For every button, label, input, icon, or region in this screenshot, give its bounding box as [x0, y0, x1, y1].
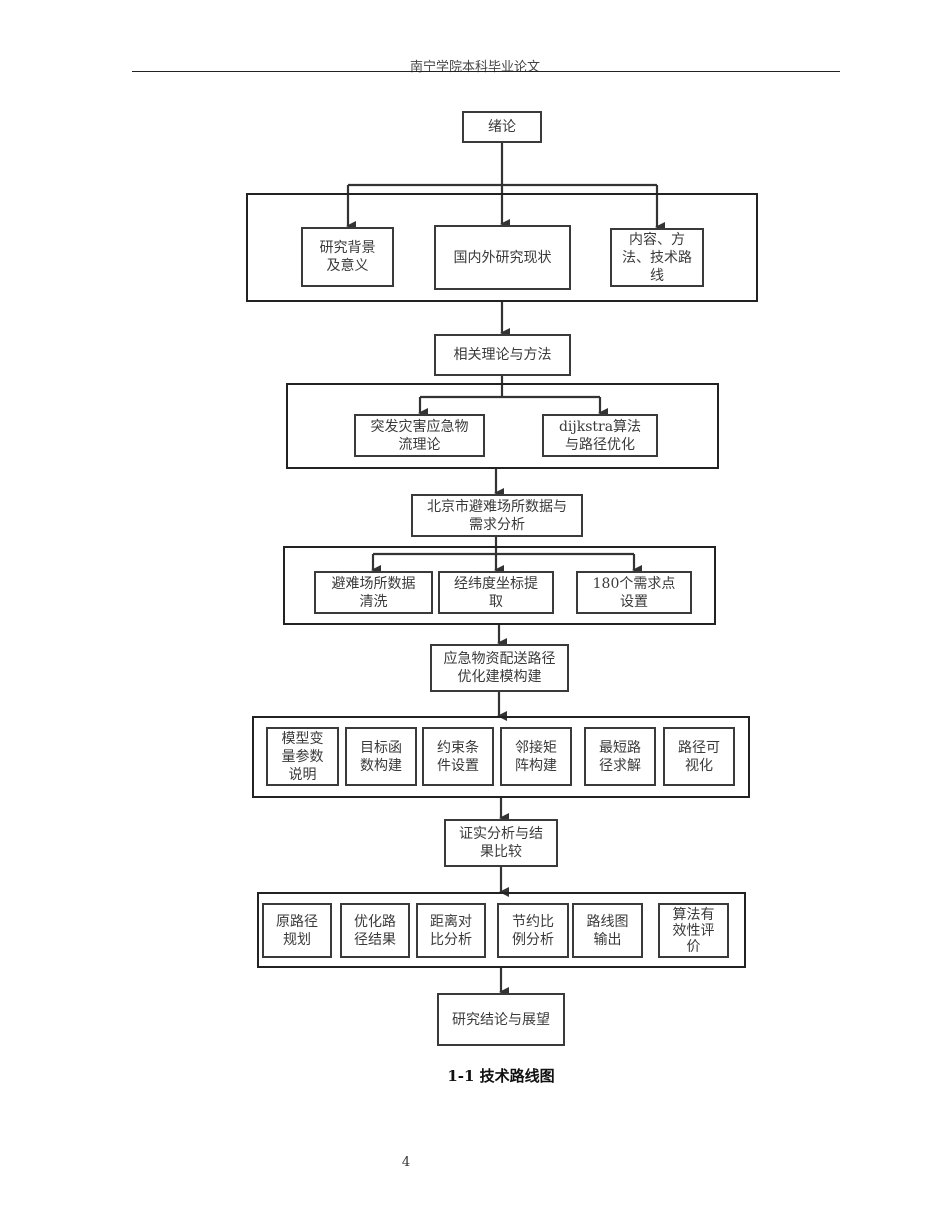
- theory-box-dijkstra: dijkstra算法与路径优化: [542, 414, 658, 457]
- intro-group-frame: [246, 193, 758, 302]
- start-box: 绪论: [462, 111, 542, 143]
- page-number: 4: [401, 1155, 411, 1170]
- theory-box: 相关理论与方法: [434, 334, 571, 376]
- model-box-visualization: 路径可视化: [663, 727, 735, 786]
- data-box-coordinates: 经纬度坐标提取: [438, 571, 554, 614]
- header-rule: [132, 71, 840, 72]
- figure-caption: 1-1 技术路线图: [447, 1067, 555, 1085]
- model-box-adjacency: 邻接矩阵构建: [500, 727, 572, 786]
- data-group-frame: [283, 546, 716, 625]
- end-box: 研究结论与展望: [437, 993, 565, 1046]
- result-box-distance-compare: 距离对比分析: [416, 903, 486, 958]
- result-box-saving-ratio: 节约比例分析: [497, 903, 569, 958]
- result-box-original-path: 原路径规划: [262, 903, 332, 958]
- modeling-box: 应急物资配送路径优化建模构建: [430, 644, 569, 692]
- model-box-variables: 模型变量参数说明: [266, 727, 339, 786]
- model-box-constraints: 约束条件设置: [422, 727, 494, 786]
- result-box-algorithm-evaluation: 算法有效性评价: [658, 903, 729, 958]
- result-group-frame: [257, 892, 746, 968]
- data-analysis-box: 北京市避难场所数据与需求分析: [411, 494, 583, 537]
- theory-group-frame: [286, 383, 719, 469]
- model-box-objective: 目标函数构建: [345, 727, 417, 786]
- model-box-shortest-path: 最短路径求解: [584, 727, 656, 786]
- intro-box-methods: 内容、方法、技术路线: [610, 228, 704, 287]
- intro-box-status: 国内外研究现状: [434, 225, 571, 290]
- intro-box-background: 研究背景及意义: [301, 227, 394, 287]
- data-box-demand-points: 180个需求点设置: [576, 571, 692, 614]
- empirical-box: 证实分析与结果比较: [444, 819, 558, 867]
- theory-box-logistics: 突发灾害应急物流理论: [354, 414, 485, 457]
- model-group-frame: [252, 716, 750, 798]
- result-box-route-output: 路线图输出: [572, 903, 643, 958]
- result-box-optimized-path: 优化路径结果: [340, 903, 410, 958]
- data-box-cleaning: 避难场所数据清洗: [314, 571, 433, 614]
